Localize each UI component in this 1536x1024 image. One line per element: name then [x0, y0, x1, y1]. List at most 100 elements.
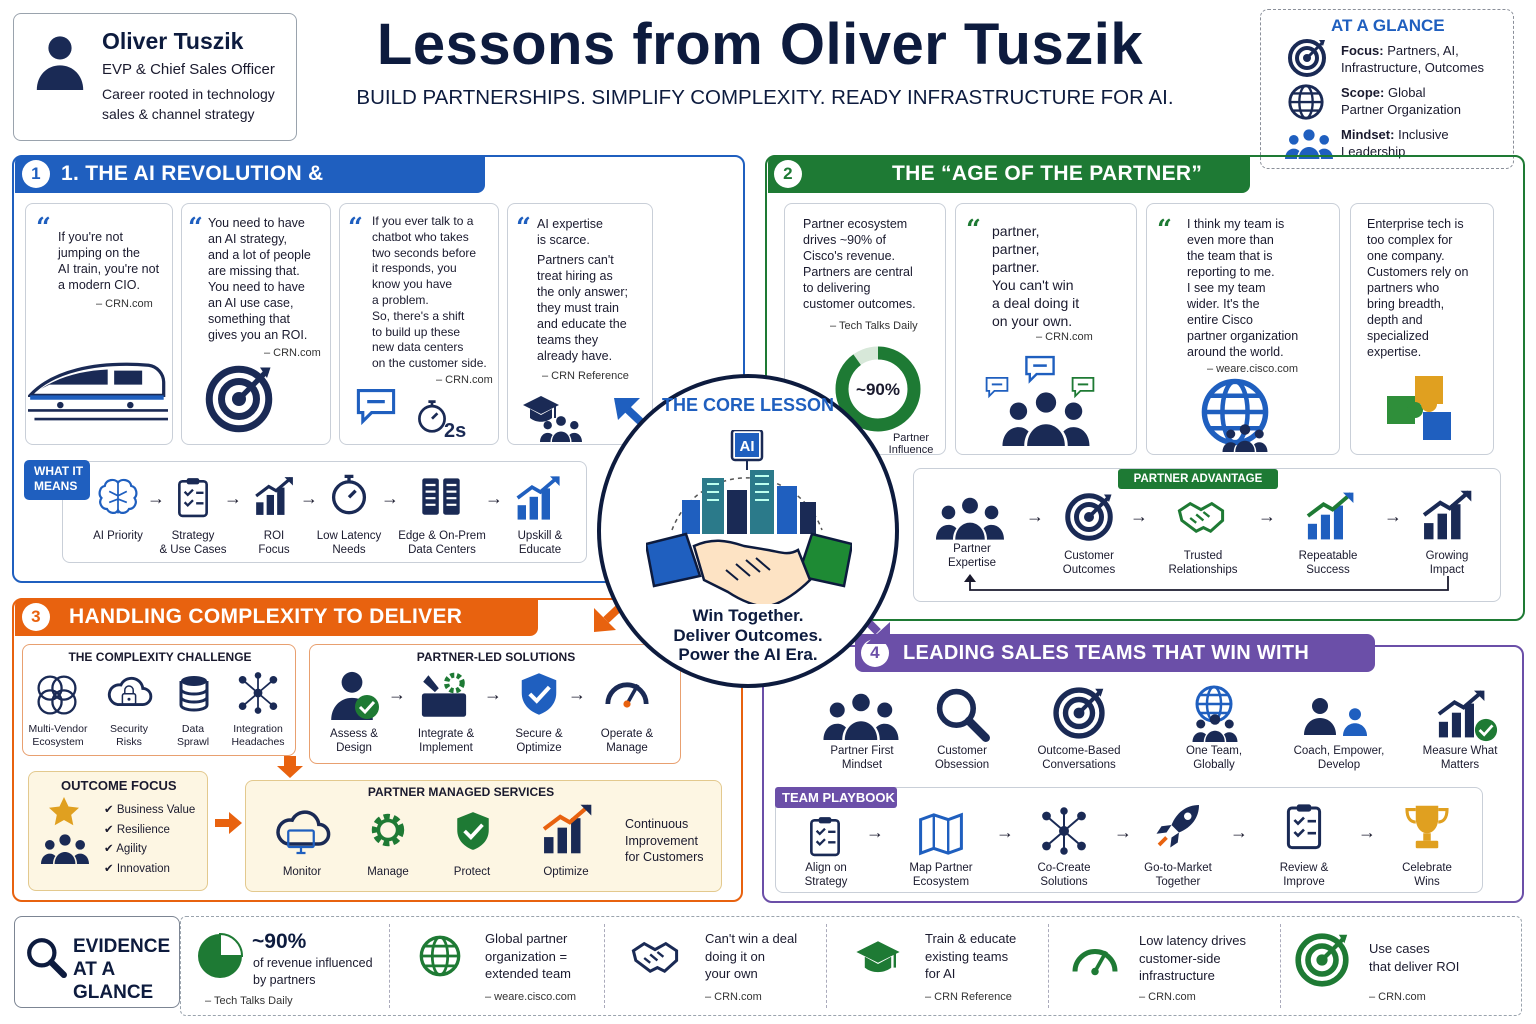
- means-upskill: Upskill &: [517, 530, 563, 542]
- core-lesson-title: THE CORE LESSON: [661, 395, 835, 415]
- loop-title: PARTNER ADVANTAGE LOOP: [1118, 469, 1278, 505]
- lock-icon: [117, 683, 141, 707]
- s2-p3-line: around the world.: [1187, 345, 1284, 359]
- s2-p4-line: specialized: [1367, 329, 1429, 343]
- s2-p1-line: Cisco's revenue.: [803, 249, 896, 263]
- evidence-line: doing it on: [705, 948, 765, 964]
- s2-p2-line: partner,: [992, 241, 1040, 257]
- divider: [604, 924, 605, 1008]
- loop-step: Success: [1306, 564, 1350, 576]
- s4-item: Partner First: [830, 745, 894, 757]
- playbook-step: Strategy: [804, 876, 848, 888]
- managed-label: Protect: [453, 866, 491, 878]
- loop-step: Customer: [1064, 550, 1114, 562]
- playbook-step: Solutions: [1040, 876, 1088, 888]
- s1-q2-line: You need to have: [208, 280, 305, 294]
- profile-name: Oliver Tuszik: [102, 28, 244, 54]
- solution-label: Assess &: [330, 728, 378, 740]
- speedometer-icon: [1066, 934, 1124, 984]
- s4-item: Obsession: [934, 759, 990, 771]
- glance-scope-label: Scope:: [1341, 85, 1385, 100]
- playbook-step: Together: [1155, 876, 1201, 888]
- co-create-icon: [1036, 806, 1092, 856]
- avatar-icon: [31, 26, 89, 96]
- donut-label: Partner: [892, 432, 930, 444]
- globe-icon: [1287, 83, 1325, 121]
- outcome-item: ✔ Resilience: [104, 821, 195, 841]
- check-icon: ✔: [104, 843, 117, 855]
- managed-note: Continuous: [625, 817, 689, 831]
- solution-label: Manage: [606, 742, 648, 754]
- challenge-label: Ecosystem: [32, 736, 84, 748]
- quote-mark-icon: “: [188, 213, 203, 243]
- s1-q2-line: gives you an ROI.: [208, 328, 308, 342]
- challenge-label: Multi-Vendor: [28, 723, 88, 735]
- evidence-source: – Tech Talks Daily: [205, 995, 293, 1007]
- playbook-step: Map Partner: [909, 862, 973, 874]
- profile-bio-line1: Career rooted in technology: [102, 86, 275, 102]
- quote-mark-icon: “: [1157, 215, 1172, 245]
- s2-p4-line: too complex for: [1367, 233, 1453, 247]
- s1-q3-line: chatbot who takes: [372, 229, 469, 244]
- arrow-right-icon: →: [1130, 506, 1148, 526]
- means-roi: ROI: [263, 530, 285, 542]
- partner-led-solutions-title: PARTNER-LED SOLUTIONS: [416, 650, 576, 664]
- section-1-number: 1: [22, 160, 50, 188]
- page-title: Lessons from Oliver Tuszik: [376, 12, 1144, 77]
- target-icon: [1052, 686, 1106, 740]
- managed-label: Manage: [367, 866, 409, 878]
- evidence-line: Can't win a deal: [705, 931, 798, 946]
- evidence-line: Use cases: [1369, 941, 1430, 956]
- section-2-number: 2: [774, 160, 802, 188]
- section-2-title: THE “AGE OF THE PARTNER”: [892, 162, 1203, 185]
- stopwatch-icon: [327, 470, 371, 518]
- evidence-line: by partners: [253, 972, 316, 987]
- core-lesson-circle: [597, 374, 899, 688]
- s1-q3-line: a problem.: [372, 292, 429, 307]
- team-star-icon: [936, 494, 1004, 540]
- star-icon: [49, 797, 79, 826]
- loop-step: Repeatable: [1298, 550, 1358, 562]
- globe-network-icon: [408, 934, 472, 978]
- donut-90-icon: [835, 346, 921, 432]
- solution-label: Design: [336, 742, 372, 754]
- s2-p2-line: on your own.: [992, 313, 1073, 329]
- s4-item: Mindset: [841, 759, 883, 771]
- s2-p2-line: partner.: [992, 259, 1040, 275]
- challenge-label: Sprawl: [176, 736, 210, 748]
- quote-mark-icon: “: [966, 215, 981, 245]
- map-icon: [912, 810, 970, 858]
- handshake-icon: [646, 532, 852, 604]
- arrow-right-icon: →: [1358, 822, 1376, 842]
- outcome-item: ✔ Agility: [104, 840, 195, 860]
- handshake-icon: [1168, 494, 1234, 542]
- page-subtitle: BUILD PARTNERSHIPS. SIMPLIFY COMPLEXITY.…: [356, 86, 1174, 109]
- s1-q1-source: – CRN.com: [96, 298, 153, 310]
- chat-bubble-icon: [352, 384, 400, 428]
- profile-title: EVP & Chief Sales Officer: [102, 61, 275, 78]
- evidence-line: Train & educate: [925, 931, 1017, 946]
- gear-icon: [364, 806, 412, 854]
- integration-network-icon: [236, 670, 280, 716]
- s1-q1-line: jumping on the: [58, 246, 141, 260]
- divider: [826, 924, 827, 1008]
- s4-item: Coach, Empower,: [1293, 745, 1385, 757]
- s1-q2-line: an AI strategy,: [208, 232, 287, 246]
- s1-q4-line: AI expertise: [537, 217, 604, 231]
- city-icon: [671, 430, 823, 534]
- evidence-line: infrastructure: [1139, 968, 1215, 983]
- s1-q4-line: already have.: [537, 349, 613, 363]
- evidence-line: Low latency drives: [1139, 933, 1246, 948]
- means-strategy: & Use Cases: [159, 544, 227, 556]
- check-icon: [1474, 718, 1498, 742]
- challenge-label: Risks: [116, 736, 142, 748]
- arrow-right-icon: →: [1114, 822, 1132, 842]
- customer-magnifier-icon: [934, 686, 990, 742]
- check-icon: ✔: [104, 804, 117, 816]
- what-it-means-line: WHAT IT: [34, 464, 84, 478]
- s1-q4-line: Partners can't: [537, 253, 614, 267]
